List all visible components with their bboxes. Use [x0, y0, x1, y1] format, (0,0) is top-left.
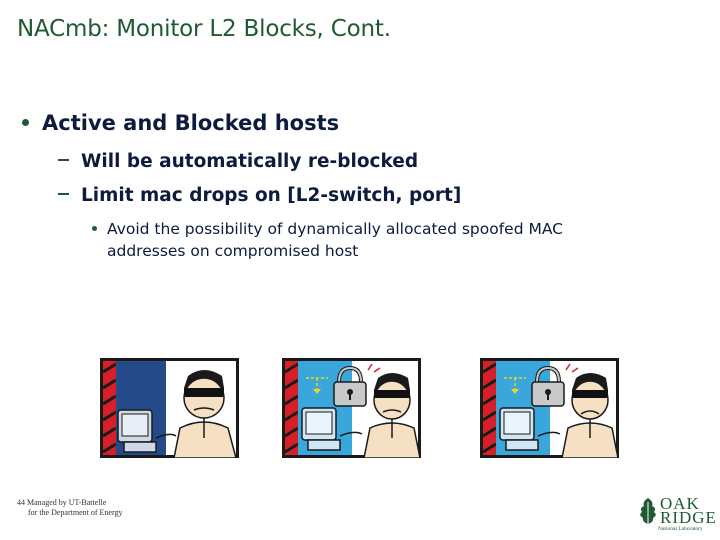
footer-line1: Managed by UT-Battelle [27, 498, 107, 507]
bullet-level2: Will be automatically re-blocked [58, 151, 418, 172]
bullet-dash-icon [58, 159, 69, 161]
blocked-host-clipart [282, 358, 421, 458]
reblocked-host-clipart [480, 358, 619, 458]
bullet-level1-text: Active and Blocked hosts [42, 111, 340, 135]
oak-leaf-icon [640, 498, 656, 524]
bullet-level2-text: Limit mac drops on [L2-switch, port] [81, 185, 462, 206]
logo-line3: National Laboratory [658, 526, 703, 532]
bullet-level3: Avoid the possibility of dynamically all… [88, 218, 628, 262]
bullet-dash-icon [58, 193, 69, 195]
slide-title: NACmb: Monitor L2 Blocks, Cont. [17, 16, 391, 42]
bullet-dot-icon [22, 118, 29, 126]
bullet-dot-icon [92, 226, 97, 231]
bullet-level2: Limit mac drops on [L2-switch, port] [58, 185, 461, 206]
bullet-level1: Active and Blocked hosts [22, 111, 339, 135]
page-number: 44 [17, 498, 25, 507]
footer-line2: for the Department of Energy [28, 508, 123, 517]
logo-line2: RIDGE [660, 508, 717, 527]
bullet-level2-text: Will be automatically re-blocked [81, 151, 419, 172]
logo-line1: OAK [660, 494, 700, 513]
ornl-logo: OAK RIDGE National Laboratory [638, 494, 716, 534]
active-host-clipart [100, 358, 239, 458]
bullet-level3-text: Avoid the possibility of dynamically all… [107, 220, 564, 260]
